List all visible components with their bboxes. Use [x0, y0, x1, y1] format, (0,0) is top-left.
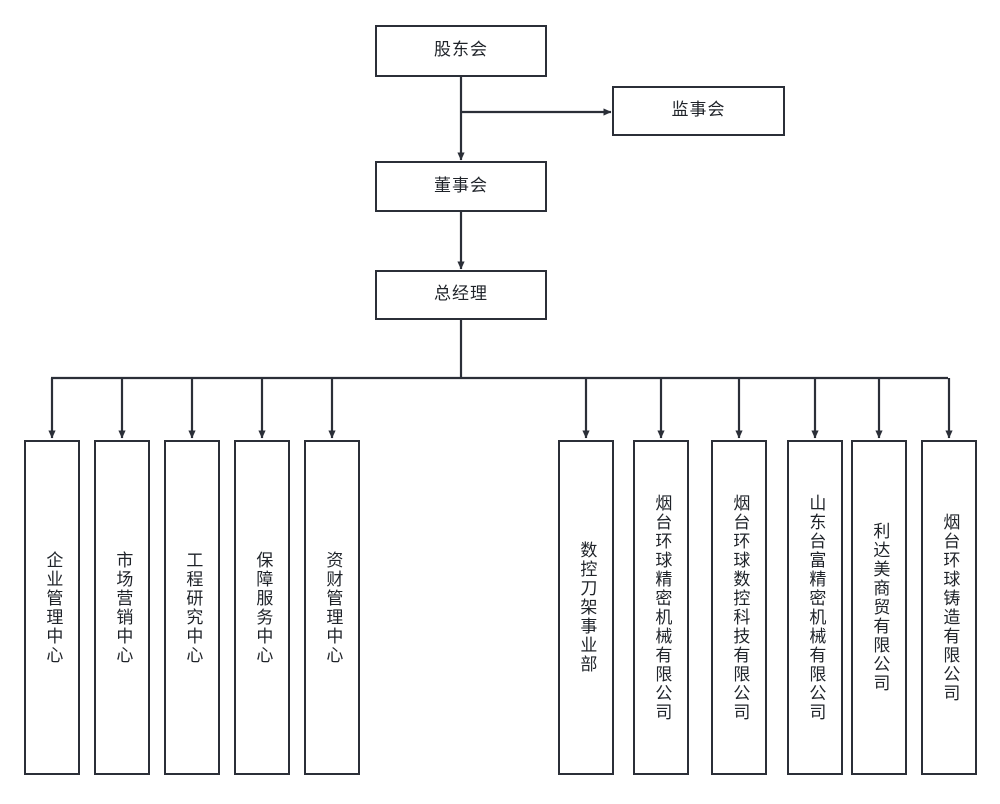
node-department-3-label: 工程研究中心: [182, 550, 203, 665]
node-supervisory-board[interactable]: 监事会: [612, 86, 785, 136]
node-department-4-label: 保障服务中心: [252, 550, 273, 665]
node-subsidiary-4[interactable]: 山东台富精密机械有限公司: [787, 440, 843, 775]
node-shareholders-meeting[interactable]: 股东会: [375, 25, 547, 77]
node-label-general-manager: 总经理: [434, 284, 488, 305]
node-department-3[interactable]: 工程研究中心: [164, 440, 220, 775]
node-subsidiary-5[interactable]: 利达美商贸有限公司: [851, 440, 907, 775]
node-label-supervisory-board: 监事会: [671, 100, 726, 121]
node-subsidiary-1[interactable]: 数控刀架事业部: [558, 440, 614, 775]
node-subsidiary-2[interactable]: 烟台环球精密机械有限公司: [633, 440, 689, 775]
node-department-1[interactable]: 企业管理中心: [24, 440, 80, 775]
node-subsidiary-5-label: 利达美商贸有限公司: [869, 522, 890, 693]
node-department-2[interactable]: 市场营销中心: [94, 440, 150, 775]
node-department-5[interactable]: 资财管理中心: [304, 440, 360, 775]
node-general-manager[interactable]: 总经理: [375, 270, 547, 320]
node-subsidiary-3[interactable]: 烟台环球数控科技有限公司: [711, 440, 767, 775]
node-department-1-label: 企业管理中心: [42, 550, 63, 665]
node-subsidiary-6-label: 烟台环球铸造有限公司: [939, 512, 960, 703]
node-subsidiary-2-label: 烟台环球精密机械有限公司: [651, 493, 672, 722]
node-department-5-label: 资财管理中心: [322, 550, 343, 665]
node-label-board-of-directors: 董事会: [434, 175, 488, 196]
node-subsidiary-4-label: 山东台富精密机械有限公司: [805, 493, 826, 722]
node-label-shareholders-meeting: 股东会: [434, 40, 488, 61]
node-board-of-directors[interactable]: 董事会: [375, 161, 547, 212]
node-subsidiary-1-label: 数控刀架事业部: [576, 541, 597, 674]
node-department-4[interactable]: 保障服务中心: [234, 440, 290, 775]
node-department-2-label: 市场营销中心: [112, 550, 133, 665]
node-subsidiary-6[interactable]: 烟台环球铸造有限公司: [921, 440, 977, 775]
node-subsidiary-3-label: 烟台环球数控科技有限公司: [729, 493, 750, 722]
